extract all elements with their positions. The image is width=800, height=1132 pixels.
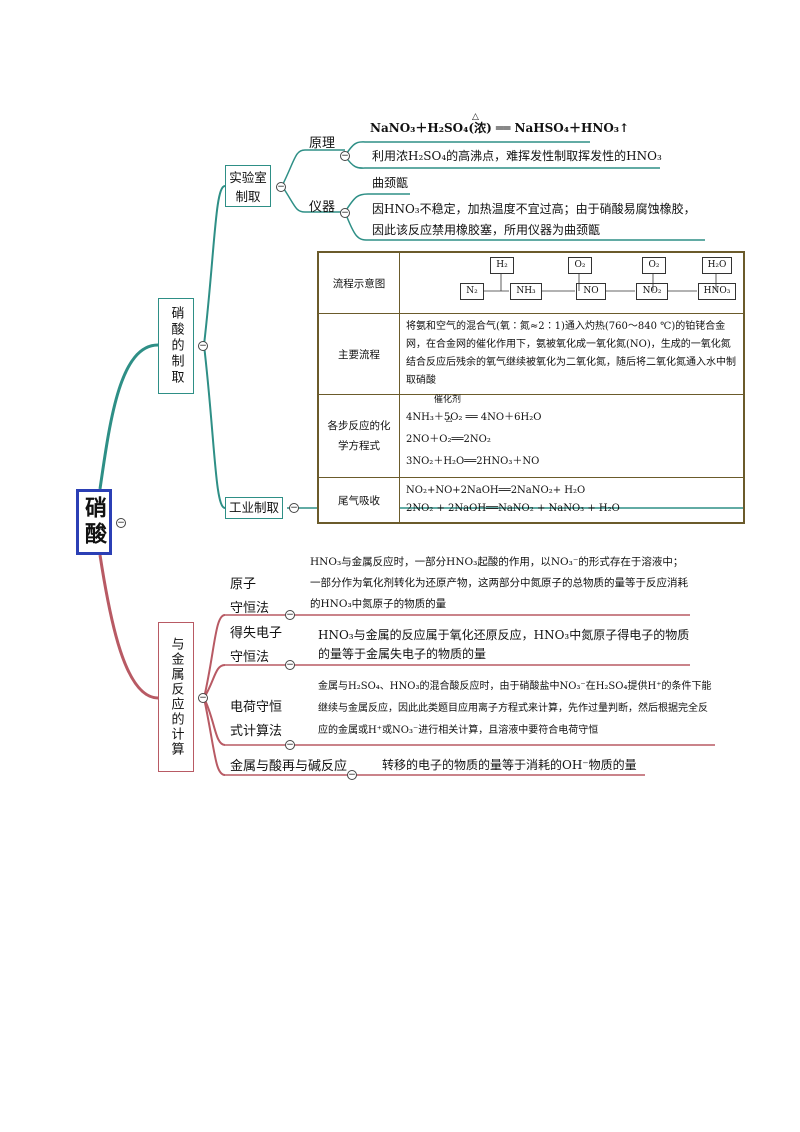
minus-circle-icon[interactable]: − bbox=[285, 740, 295, 750]
atom-text: HNO₃与金属反应时，一部分HNO₃起酸的作用，以NO₃⁻的形式存在于溶液中；一… bbox=[310, 556, 688, 610]
minus-circle-icon[interactable]: − bbox=[116, 518, 126, 528]
flow-n2: N₂ bbox=[460, 283, 484, 300]
base-text: 转移的电子的物质的量等于消耗的OH⁻物质的量 bbox=[382, 758, 637, 772]
eq1-heat: △ bbox=[446, 414, 453, 423]
minus-circle-icon[interactable]: − bbox=[285, 610, 295, 620]
flow-diagram-cell: H₂ O₂ O₂ H₂O N₂ NH₃ NO NO₂ HNO₃ bbox=[399, 251, 745, 314]
table-row: 流程示意图 H₂ O₂ O₂ H₂O N₂ NH₃ NO NO₂ HNO₃ bbox=[317, 251, 745, 314]
charge-label-line1: 电荷守恒 bbox=[230, 700, 283, 715]
electron-label[interactable]: 得失电子 守恒法 bbox=[230, 622, 282, 670]
flow-arrows bbox=[483, 273, 717, 292]
atom-label-line2: 守恒法 bbox=[230, 601, 270, 616]
minus-circle-icon[interactable]: − bbox=[340, 151, 350, 161]
branch-prep[interactable]: 硝酸的制取 bbox=[158, 298, 194, 394]
principle-condition: △ bbox=[472, 112, 479, 122]
electron-text: HNO₃与金属的反应属于氧化还原反应，HNO₃中氮原子得电子的物质的量等于金属失… bbox=[318, 628, 690, 661]
charge-text: 金属与H₂SO₄、HNO₃的混合酸反应时，由于硝酸盐中NO₃⁻在H₂SO₄提供H… bbox=[318, 681, 712, 736]
branch-calc[interactable]: 与金属反应的计算 bbox=[158, 622, 194, 772]
flow-no: NO bbox=[576, 283, 606, 300]
principle-explain: 利用浓H₂SO₄的高沸点，难挥发性制取挥发性的HNO₃ bbox=[372, 149, 662, 163]
charge-label[interactable]: 电荷守恒 式计算法 bbox=[230, 696, 282, 744]
table-head-flow: 流程示意图 bbox=[317, 251, 400, 314]
principle-reaction-text: NaNO₃＋H₂SO₄(浓) ══ NaHSO₄＋HNO₃↑ bbox=[370, 121, 630, 135]
eq1-catalyst: 催化剂 bbox=[434, 395, 462, 405]
principle-reaction: NaNO₃＋H₂SO₄(浓) ══ NaHSO₄＋HNO₃↑ bbox=[370, 118, 629, 139]
eq3: 3NO₂＋H₂O══2HNO₃＋NO bbox=[406, 456, 540, 467]
industry-table: 流程示意图 H₂ O₂ O₂ H₂O N₂ NH₃ NO NO₂ HNO₃ 主要… bbox=[317, 251, 745, 524]
industry-label: 工业制取 bbox=[228, 500, 279, 515]
principle-label[interactable]: 原理 bbox=[309, 136, 336, 151]
flow-nh3: NH₃ bbox=[510, 283, 542, 300]
table-cell-main: 将氨和空气的混合气(氧∶氮≈2∶1)通入灼热(760～840 ℃)的铂铑合金网，… bbox=[399, 313, 745, 395]
table-row: 各步反应的化学方程式 催化剂 △ 4NH₃＋5O₂ ══ 4NO＋6H₂O 2N… bbox=[317, 394, 745, 478]
table-cell-tail: NO₂+NO+2NaOH══2NaNO₂+ H₂O 2NO₂ + 2NaOH══… bbox=[399, 477, 745, 524]
base-label[interactable]: 金属与酸再与碱反应 bbox=[230, 759, 348, 774]
lab-label-line1: 实验室 bbox=[229, 170, 267, 185]
eq2: 2NO＋O₂══2NO₂ bbox=[406, 434, 491, 445]
flow-no2: NO₂ bbox=[636, 283, 668, 300]
table-head-equations: 各步反应的化学方程式 bbox=[317, 394, 400, 478]
electron-label-line2: 守恒法 bbox=[230, 650, 270, 665]
branch-calc-label: 与金属反应的计算 bbox=[168, 637, 184, 757]
branch-prep-label: 硝酸的制取 bbox=[168, 306, 184, 386]
table-row: 尾气吸收 NO₂+NO+2NaOH══2NaNO₂+ H₂O 2NO₂ + 2N… bbox=[317, 477, 745, 524]
atom-label-line1: 原子 bbox=[230, 577, 257, 592]
minus-circle-icon[interactable]: − bbox=[198, 693, 208, 703]
minus-circle-icon[interactable]: − bbox=[198, 341, 208, 351]
apparatus-item: 曲颈甑 bbox=[372, 176, 409, 190]
minus-circle-icon[interactable]: − bbox=[289, 503, 299, 513]
root-title: 硝酸 bbox=[81, 496, 107, 548]
minus-circle-icon[interactable]: − bbox=[347, 770, 357, 780]
charge-label-line2: 式计算法 bbox=[230, 724, 283, 739]
table-row: 主要流程 将氨和空气的混合气(氧∶氮≈2∶1)通入灼热(760～840 ℃)的铂… bbox=[317, 313, 745, 395]
minus-circle-icon[interactable]: − bbox=[285, 660, 295, 670]
flow-top-h2o: H₂O bbox=[702, 257, 732, 274]
electron-label-line1: 得失电子 bbox=[230, 626, 283, 641]
flow-top-o2-b: O₂ bbox=[642, 257, 666, 274]
tail-eq2: 2NO₂ + 2NaOH══NaNO₂ + NaNO₃ + H₂O bbox=[406, 503, 620, 514]
minus-circle-icon[interactable]: − bbox=[276, 182, 286, 192]
eq1: 4NH₃＋5O₂ ══ 4NO＋6H₂O bbox=[406, 412, 542, 423]
apparatus-note: 因HNO₃不稳定，加热温度不宜过高；由于硝酸易腐蚀橡胶，因此该反应禁用橡胶塞，所… bbox=[372, 202, 696, 237]
lab-node[interactable]: 实验室 制取 bbox=[225, 165, 271, 207]
apparatus-label[interactable]: 仪器 bbox=[309, 200, 336, 215]
table-cell-equations: 催化剂 △ 4NH₃＋5O₂ ══ 4NO＋6H₂O 2NO＋O₂══2NO₂ … bbox=[399, 394, 745, 478]
lab-label-line2: 制取 bbox=[235, 189, 261, 204]
industry-node[interactable]: 工业制取 bbox=[225, 497, 283, 519]
tail-eq1: NO₂+NO+2NaOH══2NaNO₂+ H₂O bbox=[406, 485, 586, 496]
minus-circle-icon[interactable]: − bbox=[340, 208, 350, 218]
flow-top-o2-a: O₂ bbox=[568, 257, 592, 274]
atom-label[interactable]: 原子 守恒法 bbox=[230, 573, 269, 621]
table-head-main: 主要流程 bbox=[317, 313, 400, 395]
flow-hno3: HNO₃ bbox=[698, 283, 736, 300]
table-head-tail: 尾气吸收 bbox=[317, 477, 400, 524]
flow-top-h2: H₂ bbox=[490, 257, 514, 274]
root-node[interactable]: 硝酸 bbox=[76, 489, 112, 555]
